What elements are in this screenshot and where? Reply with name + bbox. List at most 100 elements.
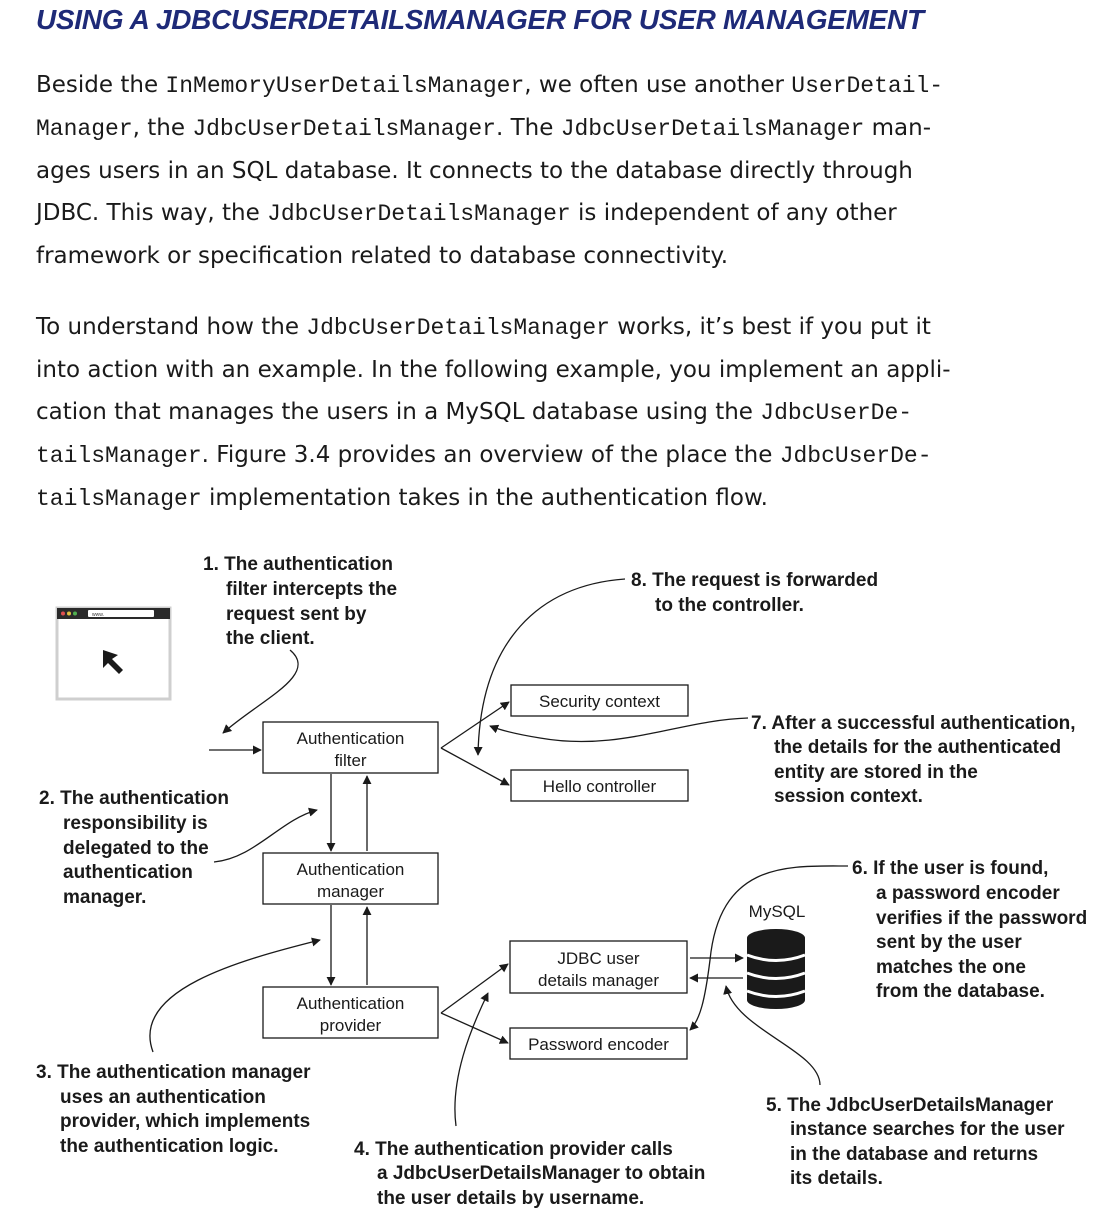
text-run: . The — [495, 115, 561, 141]
annotation-line: in the database and returns — [790, 1144, 1038, 1165]
annotation-line: provider, which implements — [60, 1111, 310, 1132]
annotation-line: its details. — [790, 1168, 883, 1189]
box-password-encoder: Password encoder — [509, 1027, 688, 1060]
cursor-arrow-icon — [103, 650, 123, 674]
annotation-line: filter intercepts the — [226, 579, 397, 600]
box-label: details manager — [538, 971, 659, 990]
annotation-line: to the controller. — [655, 595, 804, 616]
paragraph-line: cation that manages the users in a MySQL… — [36, 391, 1086, 434]
flow-arrows — [209, 701, 744, 1044]
annotation-line: the authentication logic. — [60, 1136, 279, 1157]
box-label: Authentication — [297, 860, 405, 879]
browser-url-text: www. — [92, 612, 104, 618]
box-label: Password encoder — [528, 1035, 669, 1054]
box-label: Hello controller — [543, 777, 657, 796]
box-hello-controller: Hello controller — [510, 769, 689, 802]
box-security-context: Security context — [510, 684, 689, 717]
paragraph-line: ages users in an SQL database. It connec… — [36, 150, 1086, 192]
box-label: provider — [320, 1016, 382, 1035]
annotation-line: 1. The authentication — [203, 554, 393, 575]
box-authentication-provider: Authentication provider — [262, 986, 439, 1039]
annotation-line: entity are stored in the — [774, 762, 978, 783]
annotation-line: matches the one — [876, 957, 1026, 978]
annotation-6: 6. If the user is found, a password enco… — [852, 858, 1087, 1002]
annotation-5: 5. The JdbcUserDetailsManager instance s… — [766, 1095, 1065, 1189]
annotation-pointers — [149, 578, 849, 1127]
annotation-line: verifies if the password — [876, 908, 1087, 929]
annotation-line: sent by the user — [876, 932, 1022, 953]
text-run: , the — [132, 115, 193, 141]
box-authentication-filter: Authentication filter — [262, 721, 439, 774]
annotation-line: instance searches for the user — [790, 1119, 1065, 1140]
annotation-line: a password encoder — [876, 883, 1060, 904]
paragraph-line: into action with an example. In the foll… — [36, 349, 1086, 391]
annotation-line: 2. The authentication — [39, 788, 229, 809]
mysql-database-icon: MySQL — [746, 902, 806, 1009]
box-jdbc-user-details-manager: JDBC user details manager — [509, 940, 688, 994]
inline-code: InMemoryUserDetailsManager — [165, 73, 525, 99]
text-run: implementation takes in the authenticati… — [201, 485, 768, 511]
text-run: JDBC. This way, the — [36, 200, 268, 226]
inline-code: JdbcUserDetailsManager — [267, 201, 571, 227]
annotation-line: 4. The authentication provider calls — [354, 1139, 673, 1160]
annotation-line: manager. — [63, 887, 146, 908]
text-run: , we often use another — [524, 72, 792, 98]
annotation-1: 1. The authentication filter intercepts … — [203, 554, 397, 649]
annotation-7: 7. After a successful authentication, th… — [751, 713, 1076, 807]
annotation-line: 5. The JdbcUserDetailsManager — [766, 1095, 1054, 1116]
paragraph-line: JDBC. This way, the JdbcUserDetailsManag… — [36, 192, 1086, 235]
text-run: ages users in an SQL database. It connec… — [36, 158, 913, 184]
paragraph-line: Beside the InMemoryUserDetailsManager, w… — [36, 64, 1086, 107]
annotation-line: 8. The request is forwarded — [631, 570, 878, 591]
box-label: JDBC user — [557, 949, 640, 968]
paragraph-jdbc-intro: Beside the InMemoryUserDetailsManager, w… — [36, 64, 1086, 277]
paragraph-line: To understand how the JdbcUserDetailsMan… — [36, 306, 1086, 349]
inline-code: JdbcUserDe- — [760, 400, 913, 426]
inline-code: Manager — [36, 116, 133, 142]
paragraph-line: framework or specification related to da… — [36, 235, 1086, 277]
annotation-line: the client. — [226, 628, 315, 649]
text-run: into action with an example. In the foll… — [36, 357, 951, 383]
mysql-label: MySQL — [749, 902, 806, 921]
box-label: filter — [334, 751, 366, 770]
inline-code: JdbcUserDe- — [779, 443, 932, 469]
browser-window-icon: www. — [55, 606, 172, 701]
inline-code: UserDetail- — [791, 73, 944, 99]
annotation-line: 6. If the user is found, — [852, 858, 1048, 879]
text-run: man- — [864, 115, 932, 141]
annotation-line: responsibility is — [63, 813, 208, 834]
annotation-line: from the database. — [876, 981, 1045, 1002]
annotation-3: 3. The authentication manager uses an au… — [36, 1062, 311, 1157]
annotation-4: 4. The authentication provider calls a J… — [354, 1139, 705, 1209]
paragraph-line: Manager, the JdbcUserDetailsManager. The… — [36, 107, 1086, 150]
section-heading: USING A JDBCUSERDETAILSMANAGER FOR USER … — [36, 4, 924, 35]
annotation-line: the details for the authenticated — [774, 737, 1061, 758]
paragraph-example-intro: To understand how the JdbcUserDetailsMan… — [36, 306, 1086, 520]
text-run: To understand how the — [36, 314, 307, 340]
annotation-line: 7. After a successful authentication, — [751, 713, 1076, 734]
authentication-flow-figure: www. Authentication filter Authenticatio… — [36, 554, 1087, 1209]
annotation-line: uses an authentication — [60, 1087, 266, 1108]
box-label: manager — [317, 882, 384, 901]
text-run: . Figure 3.4 provides an overview of the… — [201, 442, 780, 468]
annotation-line: authentication — [63, 862, 193, 883]
text-run: works, it’s best if you put it — [609, 314, 931, 340]
annotation-2: 2. The authentication responsibility is … — [39, 788, 229, 908]
text-run: cation that manages the users in a MySQL… — [36, 399, 761, 425]
annotation-line: request sent by — [226, 604, 367, 625]
annotation-line: the user details by username. — [377, 1188, 644, 1209]
inline-code: tailsManager — [36, 486, 202, 512]
annotation-line: session context. — [774, 786, 923, 807]
annotation-line: delegated to the — [63, 838, 209, 859]
text-run: framework or specification related to da… — [36, 243, 729, 269]
box-label: Authentication — [297, 729, 405, 748]
text-run: Beside the — [36, 72, 166, 98]
annotation-line: 3. The authentication manager — [36, 1062, 311, 1083]
text-run: is independent of any other — [570, 200, 897, 226]
paragraph-line: tailsManager. Figure 3.4 provides an ove… — [36, 434, 1086, 477]
paragraph-line: tailsManager implementation takes in the… — [36, 477, 1086, 520]
inline-code: JdbcUserDetailsManager — [306, 315, 610, 341]
box-label: Security context — [539, 692, 660, 711]
annotation-line: a JdbcUserDetailsManager to obtain — [377, 1163, 705, 1184]
box-label: Authentication — [297, 994, 405, 1013]
